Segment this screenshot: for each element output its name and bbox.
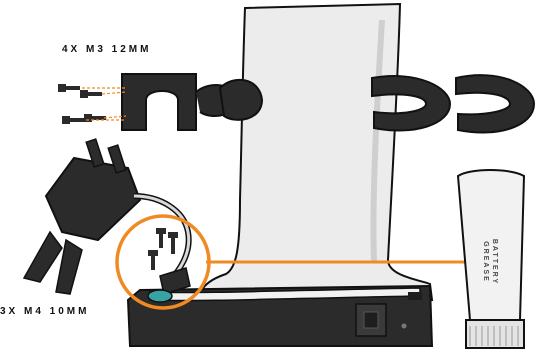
m4-screws-label: 3X M4 10MM: [0, 306, 89, 317]
base-dock: [128, 286, 432, 346]
cable-clip-center: [220, 80, 262, 120]
screw-icon: [62, 116, 84, 124]
screw-icon: [58, 84, 80, 92]
screw-icon: [156, 228, 166, 248]
grease-label-line-1: BATTERY: [490, 239, 499, 285]
screw-icon: [84, 114, 106, 122]
grease-label-line-2: GREASE: [481, 239, 490, 285]
main-housing: [199, 4, 432, 304]
screw-icon: [168, 232, 178, 254]
screw-icon: [148, 250, 158, 270]
cable-clip-right-2: [456, 75, 534, 132]
grease-tube-label: BATTERY GREASE: [481, 239, 499, 285]
screw-icon: [80, 90, 102, 98]
cable-clip-left: [122, 74, 236, 130]
m3-screws: [58, 84, 126, 124]
m3-screws-label: 4X M3 12MM: [62, 44, 151, 55]
